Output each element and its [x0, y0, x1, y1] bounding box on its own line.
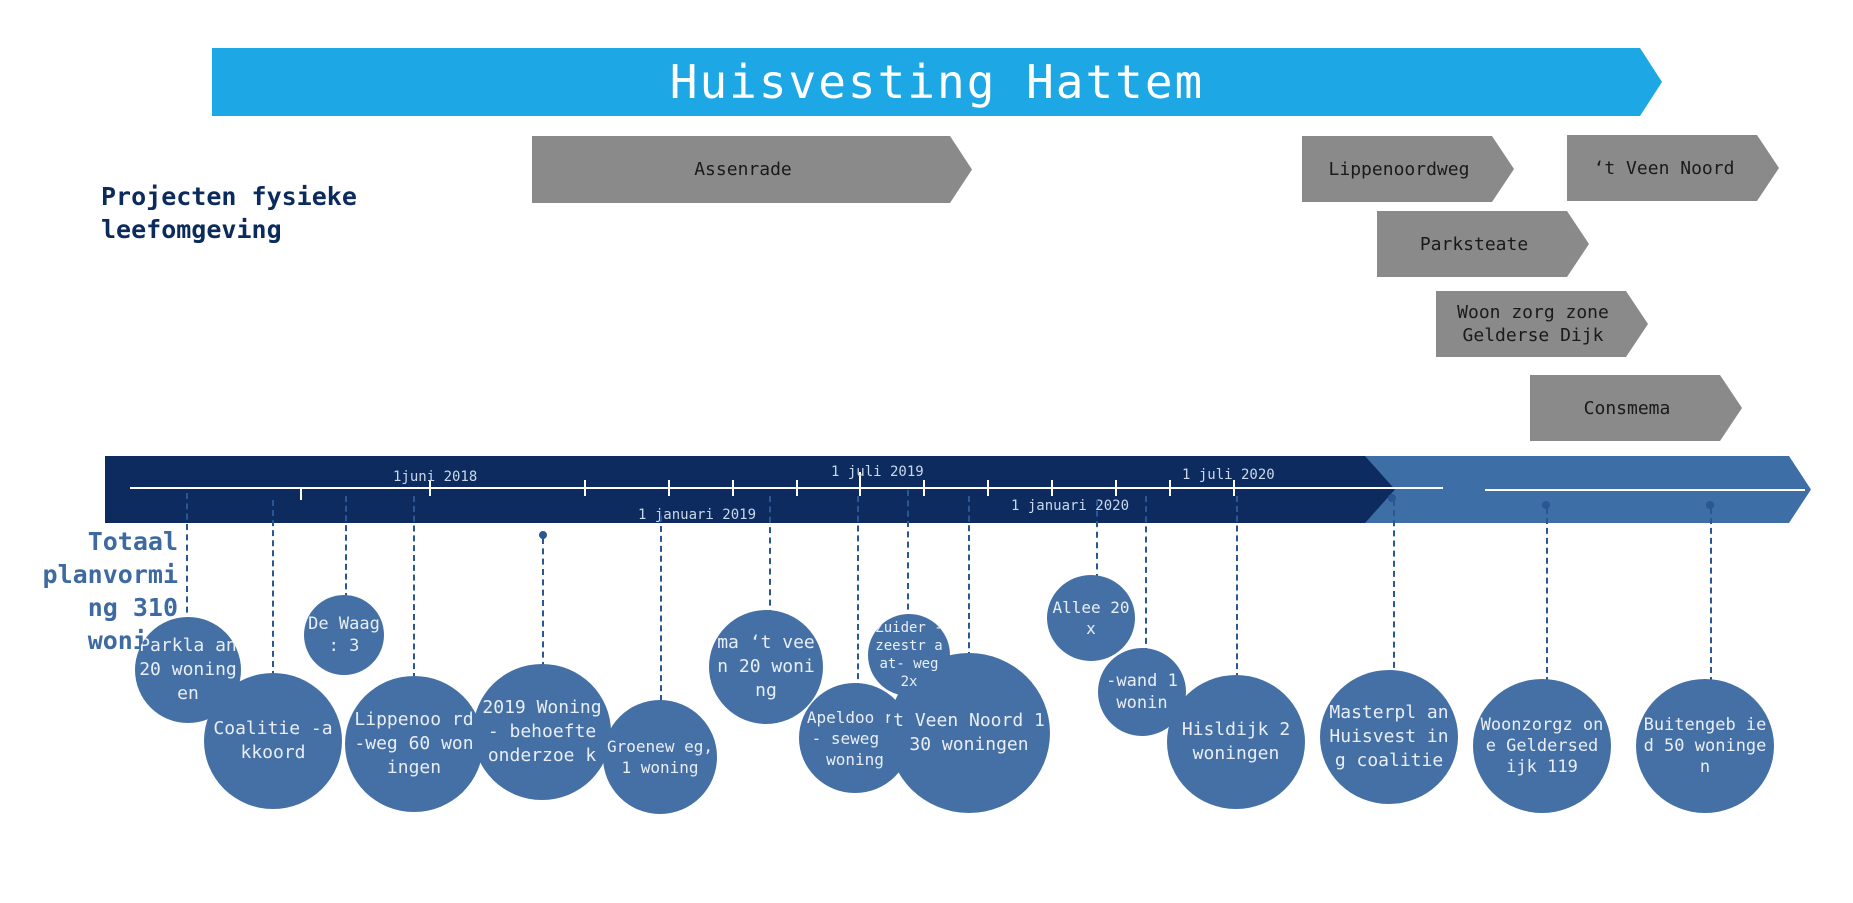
- date-label-jan-2020: 1 januari 2020: [1011, 498, 1130, 514]
- project-veen-noord: ‘t Veen Noord: [1567, 135, 1779, 201]
- milestone-label: ma ‘t veen 20 woning: [717, 632, 815, 701]
- connector-line: [769, 496, 771, 616]
- project-woon-zorg-zone: Woon zorg zone Gelderse Dijk: [1436, 291, 1648, 357]
- connector-dot: [539, 531, 547, 539]
- milestone-label: Buitengeb ied 50 woningen: [1643, 714, 1767, 777]
- milestone-label: Groenew eg, 1 woning: [607, 737, 713, 777]
- section-heading-line-2: leefomgeving: [101, 215, 282, 244]
- milestone-woningbehoefte: 2019 Woning- behoefte onderzoe k: [473, 664, 611, 800]
- milestone-matveen: ma ‘t veen 20 woning: [709, 610, 823, 724]
- project-consmema: Consmema: [1530, 375, 1742, 441]
- connector-line: [968, 496, 970, 658]
- total-heading: Totaal planvormi ng 310 woning: [20, 525, 178, 657]
- project-parksteate: Parksteate: [1377, 211, 1589, 277]
- milestone-label: -wand 1 wonin: [1106, 671, 1178, 713]
- milestone-label: Coalitie -akkoord: [213, 718, 333, 763]
- connector-line: [272, 500, 274, 677]
- milestone-label: Parkla an 20 woning en: [139, 635, 237, 704]
- connector-line: [542, 538, 544, 668]
- milestone-lippenoord: Lippenoo rd-weg 60 woningen: [345, 676, 483, 812]
- project-label-line-2: Gelderse Dijk: [1462, 325, 1604, 346]
- milestone-label: De Waag : 3: [308, 614, 380, 656]
- connector-line: [345, 496, 347, 599]
- connector-line: [1710, 508, 1712, 683]
- connector-line: [186, 493, 188, 623]
- project-label: Consmema: [1583, 397, 1671, 419]
- project-label: Lippenoordweg: [1328, 158, 1470, 180]
- section-heading-line-1: Projecten fysieke: [101, 182, 357, 211]
- project-lippenoordweg: Lippenoordweg: [1302, 136, 1514, 202]
- milestone-label: t Veen Noord 130 woningen: [893, 710, 1045, 755]
- milestone-label: 2019 Woning- behoefte onderzoe k: [482, 697, 602, 766]
- connector-line: [1546, 508, 1548, 683]
- milestone-woonzorg119: Woonzorgz one Geldersed ijk 119: [1473, 679, 1611, 813]
- connector-line: [413, 496, 415, 679]
- milestone-label: Apeldoo rn- seweg 1 woning: [806, 707, 904, 769]
- connector-line: [1096, 500, 1098, 580]
- connector-dot: [1706, 501, 1714, 509]
- milestone-dewaag: De Waag : 3: [304, 595, 384, 675]
- milestone-label: Masterpl an Huisvest ing coalitie: [1329, 702, 1449, 771]
- milestone-buitengebied: Buitengeb ied 50 woningen: [1636, 679, 1774, 813]
- milestone-zuiderzee: Zuider - zeestr aat- weg 2x: [868, 614, 950, 696]
- milestone-hisldijk: Hisldijk 2 woningen: [1167, 675, 1305, 809]
- milestone-groeneweg: Groenew eg, 1 woning: [603, 700, 717, 814]
- milestone-label: Lippenoo rd-weg 60 woningen: [354, 709, 474, 778]
- total-heading-line: planvormi: [42, 560, 178, 589]
- timeline-band-past: [105, 456, 1400, 523]
- milestone-coalitie: Coalitie -akkoord: [204, 673, 342, 809]
- connector-line: [1393, 500, 1395, 678]
- connector-line: [660, 516, 662, 711]
- project-label-line-1: Woon zorg zone: [1457, 302, 1609, 323]
- page-title: Huisvesting Hattem: [669, 55, 1205, 109]
- section-heading: Projecten fysieke leefomgeving: [101, 180, 357, 246]
- total-heading-line: Totaal: [87, 527, 178, 556]
- project-label: ‘t Veen Noord: [1593, 157, 1735, 179]
- date-label-juli-2020: 1 juli 2020: [1182, 467, 1275, 483]
- milestone-label: Woonzorgz one Geldersed ijk 119: [1480, 714, 1604, 777]
- connector-line: [907, 490, 909, 620]
- date-label-jan-2019: 1 januari 2019: [638, 507, 757, 523]
- total-heading-line: ng 310: [87, 593, 178, 622]
- milestone-label: Zuider - zeestr aat- weg 2x: [875, 620, 943, 690]
- milestone-masterplan: Masterpl an Huisvest ing coalitie: [1320, 670, 1458, 804]
- connector-line: [857, 496, 859, 689]
- connector-dot: [1542, 501, 1550, 509]
- connector-line: [1145, 496, 1147, 654]
- milestone-label: Hisldijk 2 woningen: [1181, 719, 1291, 764]
- title-banner: Huisvesting Hattem: [212, 48, 1662, 116]
- milestone-label: Allee 20x: [1052, 598, 1130, 638]
- date-label-juni-2018: 1juni 2018: [393, 469, 478, 485]
- date-label-juli-2019: 1 juli 2019: [831, 464, 924, 480]
- project-assenrade: Assenrade: [532, 136, 972, 203]
- project-label: Parksteate: [1419, 233, 1529, 255]
- project-label: Assenrade: [694, 159, 792, 180]
- connector-line: [1236, 496, 1238, 679]
- milestone-allee: Allee 20x: [1047, 575, 1135, 661]
